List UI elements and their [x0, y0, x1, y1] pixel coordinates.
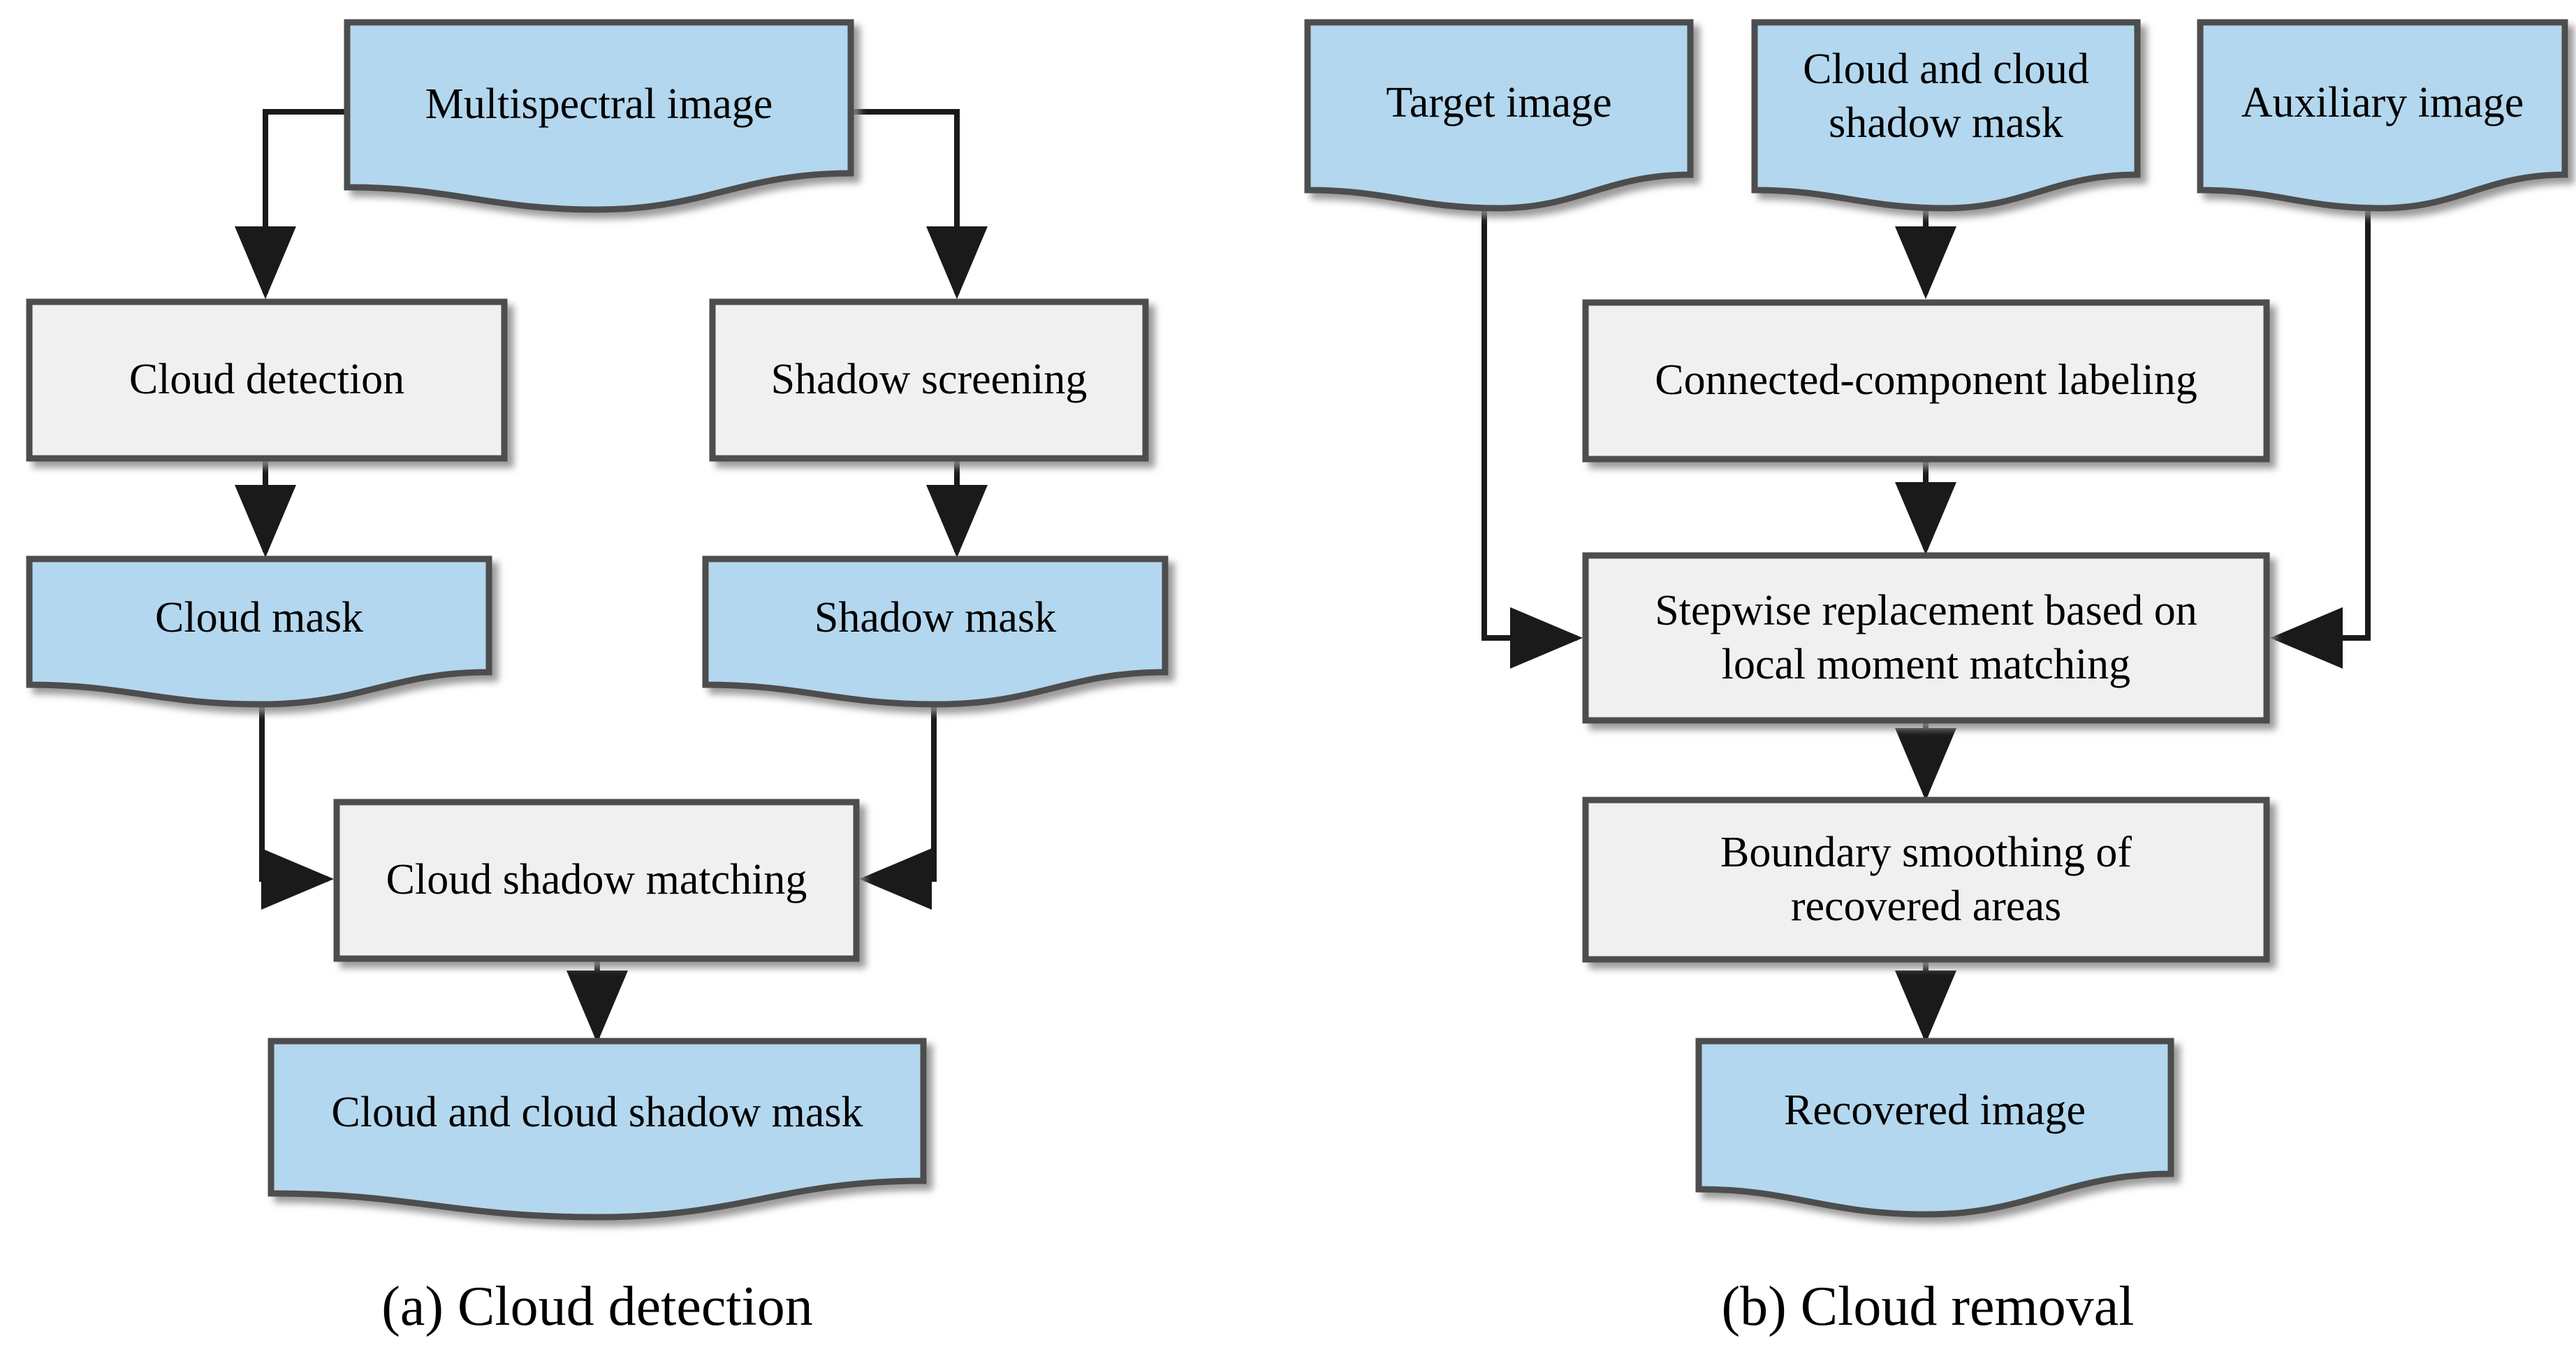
- panel-b-connectors: [1481, 203, 2371, 1043]
- edge-multispectral-to-shadow-screening: [849, 109, 988, 299]
- caption-panel-b: (b) Cloud removal: [1721, 1275, 2135, 1337]
- node-shadow-mask: [702, 555, 1169, 708]
- node-stepwise-replacement: [1582, 552, 2270, 724]
- node-boundary-smoothing: [1582, 797, 2270, 963]
- edge-target-image-to-stepwise: [1481, 203, 1583, 669]
- node-recovered-image: [1695, 1038, 2174, 1218]
- node-cloud-and-cloud-shadow-mask: [268, 1038, 927, 1221]
- node-shadow-screening: [709, 298, 1149, 462]
- node-auxiliary-image: [2197, 19, 2568, 212]
- node-target-image: [1304, 19, 1694, 212]
- node-cloud-detection: [26, 298, 508, 462]
- edge-shadow-mask-to-cloud-shadow-matching: [859, 699, 937, 910]
- edge-auxiliary-image-to-stepwise: [2270, 203, 2371, 669]
- edge-cloud-mask-to-cloud-shadow-matching: [259, 699, 334, 910]
- node-cloud-shadow-matching: [333, 799, 860, 962]
- node-connected-component-labeling: [1582, 299, 2270, 463]
- node-cloud-mask: [26, 555, 492, 708]
- caption-panel-a: (a) Cloud detection: [381, 1275, 813, 1337]
- node-multispectral-image: [344, 19, 854, 213]
- panel-a-connectors: [235, 109, 988, 1043]
- edge-multispectral-to-cloud-detection: [235, 109, 353, 299]
- node-cloud-and-cloud-shadow-mask-b: [1751, 19, 2141, 212]
